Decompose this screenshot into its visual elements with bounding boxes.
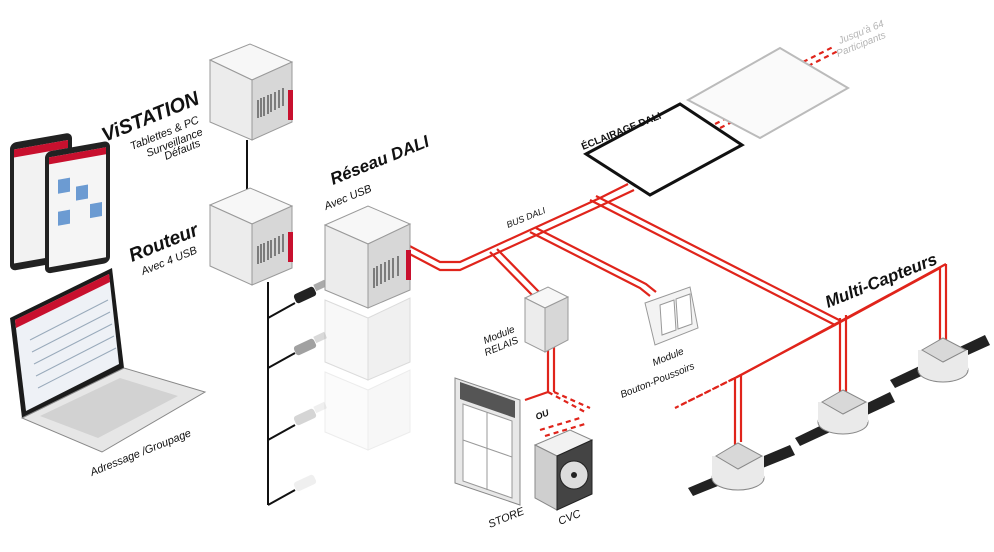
usb-link-tree [246,140,296,506]
usb-plug-icon [293,401,328,426]
multi-capteurs-label: Multi-Capteurs [822,250,939,312]
reseau-dali-module [323,205,412,309]
reseau-title: Réseau DALI [327,131,433,188]
eclairage-dali-panel [583,102,745,197]
multi-capteur-sensor [688,442,795,496]
cvc-label: CVC [557,508,583,528]
tablet-devices [10,133,110,274]
ou-label: OU [534,407,551,422]
reseau-dali-module-ghost [324,369,411,451]
usb-plug-icon [293,331,328,356]
store-window-icon [454,377,521,506]
cvc-fan-icon [533,429,594,511]
multi-capteur-sensor [890,335,990,388]
module-bouton-poussoirs [644,286,699,346]
usb-plug-icon [293,474,317,492]
store-label: STORE [487,505,527,530]
multi-capteur-sensor [795,389,895,446]
usb-plug-icon [293,279,328,304]
routeur-module [208,187,294,286]
participant-light-panel [685,46,850,140]
laptop-icon [10,268,207,453]
vistation-module [208,43,294,141]
dali-bus-wiring [384,46,948,445]
module-relais [523,286,570,353]
reseau-dali-module-ghost [324,297,411,381]
